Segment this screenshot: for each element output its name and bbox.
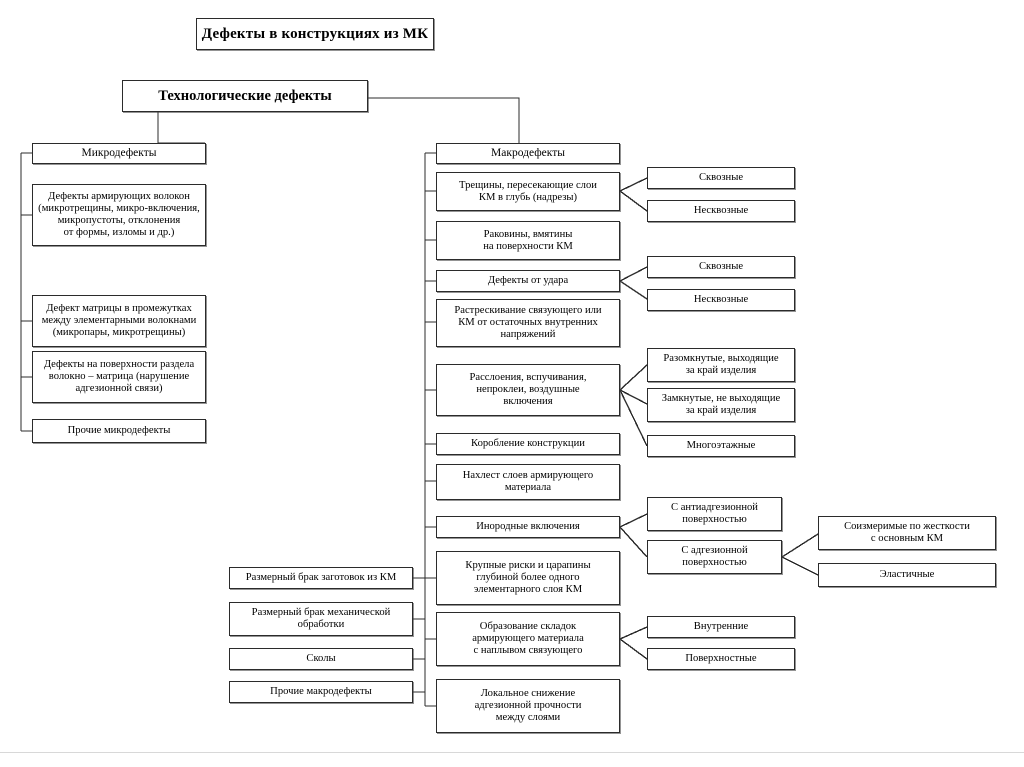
node-cracks-branch-1[interactable]: Несквозные [647, 200, 795, 222]
node-microdefects[interactable]: Микродефекты [32, 143, 206, 164]
node-adhesive-sub-branch-0[interactable]: Соизмеримые по жесткости с основным КМ [818, 516, 996, 550]
node-macro-item-7-label: Инородные включения [476, 521, 580, 533]
node-inclusions-branch-1-label: С адгезионной поверхностью [681, 545, 748, 568]
node-macro-item-3-label: Растрескивание связующего или КМ от оста… [454, 305, 602, 340]
node-macro-item-2-label: Дефекты от удара [487, 275, 569, 287]
node-cracks-branch-0[interactable]: Сквозные [647, 167, 795, 189]
node-delamination-branch-2[interactable]: Многоэтажные [647, 435, 795, 457]
node-macro-item-8-label: Крупные риски и царапины глубиной более … [465, 560, 591, 595]
node-impact-branch-1[interactable]: Несквозные [647, 289, 795, 311]
node-folds-branch-1-label: Поверхностные [685, 653, 757, 665]
node-delamination-branch-0[interactable]: Разомкнутые, выходящие за край изделия [647, 348, 795, 382]
node-bottom-left-item-1[interactable]: Размерный брак механической обработки [229, 602, 413, 636]
node-macro-item-1[interactable]: Раковины, вмятины на поверхности КМ [436, 221, 620, 260]
node-micro-item-2[interactable]: Дефекты на поверхности раздела волокно –… [32, 351, 206, 403]
node-macro-item-4-label: Расслоения, вспучивания, непроклеи, возд… [469, 372, 587, 407]
node-bottom-left-item-2-label: Сколы [306, 653, 336, 665]
node-adhesive-sub-branch-0-label: Соизмеримые по жесткости с основным КМ [844, 521, 970, 544]
node-root[interactable]: Дефекты в конструкциях из МК [196, 18, 434, 50]
node-microdefects-label: Микродефекты [81, 147, 157, 160]
node-impact-branch-1-label: Несквозные [693, 294, 749, 306]
node-inclusions-branch-0[interactable]: С антиадгезионной поверхностью [647, 497, 782, 531]
node-bottom-left-item-3-label: Прочие макродефекты [270, 686, 372, 698]
node-folds-branch-1[interactable]: Поверхностные [647, 648, 795, 670]
node-macrodefects[interactable]: Макродефекты [436, 143, 620, 164]
node-inclusions-branch-1[interactable]: С адгезионной поверхностью [647, 540, 782, 574]
node-folds-branch-0-label: Внутренние [693, 621, 749, 633]
node-bottom-left-item-2[interactable]: Сколы [229, 648, 413, 670]
node-macro-item-8[interactable]: Крупные риски и царапины глубиной более … [436, 551, 620, 605]
node-macro-item-6[interactable]: Нахлест слоев армирующего материала [436, 464, 620, 500]
node-macro-item-2[interactable]: Дефекты от удара [436, 270, 620, 292]
node-macro-item-5[interactable]: Коробление конструкции [436, 433, 620, 455]
node-cracks-branch-0-label: Сквозные [698, 172, 744, 184]
node-macro-item-9-label: Образование складок армирующего материал… [472, 621, 584, 656]
node-root-label: Дефекты в конструкциях из МК [201, 25, 429, 42]
node-delamination-branch-0-label: Разомкнутые, выходящие за край изделия [663, 353, 779, 376]
node-technological-defects-label: Технологические дефекты [158, 87, 332, 104]
node-micro-item-0-label: Дефекты армирующих волокон (микротрещины… [38, 191, 200, 238]
node-micro-item-3[interactable]: Прочие микродефекты [32, 419, 206, 443]
node-macrodefects-label: Макродефекты [491, 147, 565, 160]
node-macro-item-1-label: Раковины, вмятины на поверхности КМ [483, 228, 573, 252]
node-delamination-branch-2-label: Многоэтажные [686, 440, 756, 452]
node-macro-item-0[interactable]: Трещины, пересекающие слои КМ в глубь (н… [436, 172, 620, 211]
node-macro-item-5-label: Коробление конструкции [471, 438, 585, 450]
node-technological-defects[interactable]: Технологические дефекты [122, 80, 368, 112]
node-macro-item-9[interactable]: Образование складок армирующего материал… [436, 612, 620, 666]
node-inclusions-branch-0-label: С антиадгезионной поверхностью [671, 502, 758, 525]
node-macro-item-10[interactable]: Локальное снижение адгезионной прочности… [436, 679, 620, 733]
node-macro-item-7[interactable]: Инородные включения [436, 516, 620, 538]
node-adhesive-sub-branch-1[interactable]: Эластичные [818, 563, 996, 587]
node-delamination-branch-1[interactable]: Замкнутые, не выходящие за край изделия [647, 388, 795, 422]
node-delamination-branch-1-label: Замкнутые, не выходящие за край изделия [661, 393, 781, 416]
node-impact-branch-0[interactable]: Сквозные [647, 256, 795, 278]
node-micro-item-1[interactable]: Дефект матрицы в промежутках между элеме… [32, 295, 206, 347]
node-macro-item-6-label: Нахлест слоев армирующего материала [462, 470, 594, 493]
node-bottom-left-item-0-label: Размерный брак заготовок из КМ [245, 572, 397, 584]
node-macro-item-10-label: Локальное снижение адгезионной прочности… [474, 688, 582, 723]
node-micro-item-2-label: Дефекты на поверхности раздела волокно –… [43, 359, 195, 394]
node-folds-branch-0[interactable]: Внутренние [647, 616, 795, 638]
node-macro-item-0-label: Трещины, пересекающие слои КМ в глубь (н… [459, 179, 597, 203]
node-bottom-left-item-0[interactable]: Размерный брак заготовок из КМ [229, 567, 413, 589]
node-impact-branch-0-label: Сквозные [698, 261, 744, 273]
node-bottom-left-item-3[interactable]: Прочие макродефекты [229, 681, 413, 703]
node-bottom-left-item-1-label: Размерный брак механической обработки [251, 607, 391, 630]
page-bottom-edge [0, 752, 1024, 753]
node-adhesive-sub-branch-1-label: Эластичные [879, 569, 935, 581]
node-micro-item-3-label: Прочие микродефекты [67, 425, 171, 437]
node-micro-item-1-label: Дефект матрицы в промежутках между элеме… [41, 303, 197, 338]
node-macro-item-3[interactable]: Растрескивание связующего или КМ от оста… [436, 299, 620, 347]
node-micro-item-0[interactable]: Дефекты армирующих волокон (микротрещины… [32, 184, 206, 246]
node-macro-item-4[interactable]: Расслоения, вспучивания, непроклеи, возд… [436, 364, 620, 416]
node-cracks-branch-1-label: Несквозные [693, 205, 749, 217]
